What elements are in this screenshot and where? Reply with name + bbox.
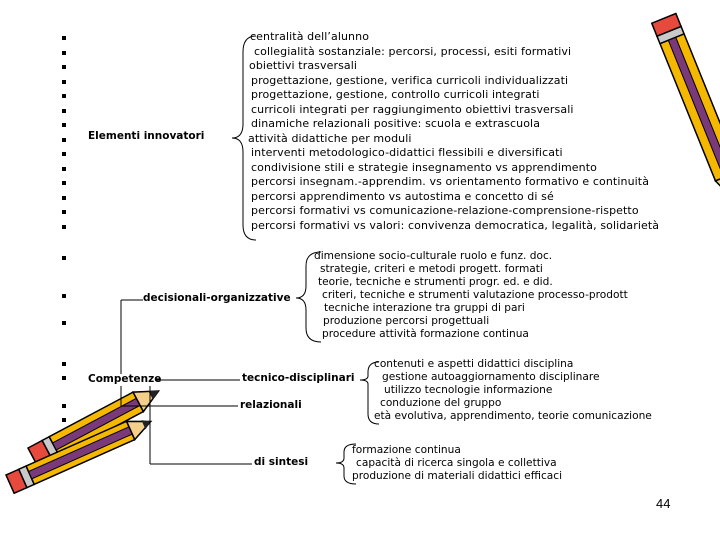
bullet [62, 51, 66, 55]
braces [231, 35, 380, 485]
competenze-label: Competenze [88, 373, 162, 385]
connectors [120, 299, 252, 465]
bullet [62, 80, 66, 84]
list-item: produzione di materiali didattici effica… [352, 470, 563, 482]
sintesi-label: di sintesi [254, 456, 309, 468]
list-item: conduzione del gruppo [380, 397, 502, 409]
list-item: teorie, tecniche e strumenti progr. ed. … [318, 276, 553, 288]
pencil-icon [26, 390, 161, 469]
pencil-icon [650, 12, 720, 208]
tecnico-disciplinari-label: tecnico-disciplinari [242, 372, 355, 384]
list-item: strategie, criteri e metodi progett. for… [320, 263, 543, 275]
list-item: dinamiche relazionali positive: scuola e… [251, 117, 541, 130]
sintesi-items: formazione continua capacità di ricerca … [352, 444, 562, 483]
list-item: percorsi formativi vs valori: convivenza… [251, 218, 660, 232]
elementi-items: centralità dell’alunno collegialità sost… [248, 30, 659, 233]
bullet [62, 256, 66, 260]
list-item: età evolutiva, apprendimento, teorie com… [374, 410, 652, 422]
elementi-innovatori-label: Elementi innovatori [88, 130, 205, 142]
list-item: percorsi formativi vs comunicazione-rela… [251, 204, 639, 217]
relazionali-label: relazionali [240, 399, 302, 411]
bullet [62, 210, 66, 214]
list-item: formazione continua [352, 444, 461, 456]
list-item: attività didattiche per moduli [248, 131, 412, 145]
decisionali-items: dimensione socio-culturale ruolo e funz.… [314, 250, 658, 341]
bullet [62, 362, 66, 366]
list-item: progettazione, gestione, controllo curri… [251, 88, 540, 101]
list-item: utilizzo tecnologie informazione [384, 384, 553, 396]
list-item: dimensione socio-culturale ruolo e funz.… [314, 250, 553, 262]
bullet [62, 181, 66, 185]
bullet [62, 109, 66, 113]
pencil-icon [5, 420, 153, 495]
bullet [62, 65, 66, 69]
list-item: percorsi insegnam.-apprendim. vs orienta… [251, 175, 650, 188]
decisionali-label: decisionali-organizzative [143, 292, 291, 304]
list-item: produzione percorsi progettuali [323, 315, 490, 327]
tecnico-items: contenuti e aspetti didattici disciplina… [374, 358, 652, 423]
list-item: tecniche interazione tra gruppi di pari [324, 302, 525, 314]
list-item: gestione autoaggiornamento disciplinare [382, 371, 600, 383]
page-number: 44 [656, 496, 671, 511]
list-item: curricoli integrati per raggiungimento o… [251, 102, 574, 116]
list-item: procedure attività formazione continua [322, 328, 529, 340]
brace-tecnico [359, 361, 380, 425]
brace-decisionali [295, 251, 322, 343]
bullet [62, 167, 66, 171]
list-item: contenuti e aspetti didattici disciplina [374, 358, 574, 370]
list-item: criteri, tecniche e strumenti valutazion… [322, 289, 628, 301]
list-item: capacità di ricerca singola e collettiva [356, 457, 557, 469]
list-item: percorsi apprendimento vs autostima e co… [251, 189, 554, 203]
bullet [62, 196, 66, 200]
bullet [62, 94, 66, 98]
brace-elementi [231, 35, 257, 241]
bullet [62, 321, 66, 325]
bullet [62, 376, 66, 380]
list-item: progettazione, gestione, verifica curric… [251, 73, 569, 87]
list-item: obiettivi trasversali [249, 59, 358, 72]
brace-sintesi [335, 443, 357, 485]
bullet [62, 404, 66, 408]
bullet [62, 418, 66, 422]
bullet [62, 36, 66, 40]
list-item: interventi metodologico-didattici flessi… [251, 146, 563, 159]
bullet [62, 225, 66, 229]
list-item: centralità dell’alunno [250, 30, 370, 43]
bullet [62, 123, 66, 127]
bullet [62, 152, 66, 156]
list-item: collegialità sostanziale: percorsi, proc… [254, 44, 572, 58]
bullet [62, 294, 66, 298]
list-item: condivisione stili e strategie insegname… [251, 160, 597, 174]
bullet [62, 138, 66, 142]
